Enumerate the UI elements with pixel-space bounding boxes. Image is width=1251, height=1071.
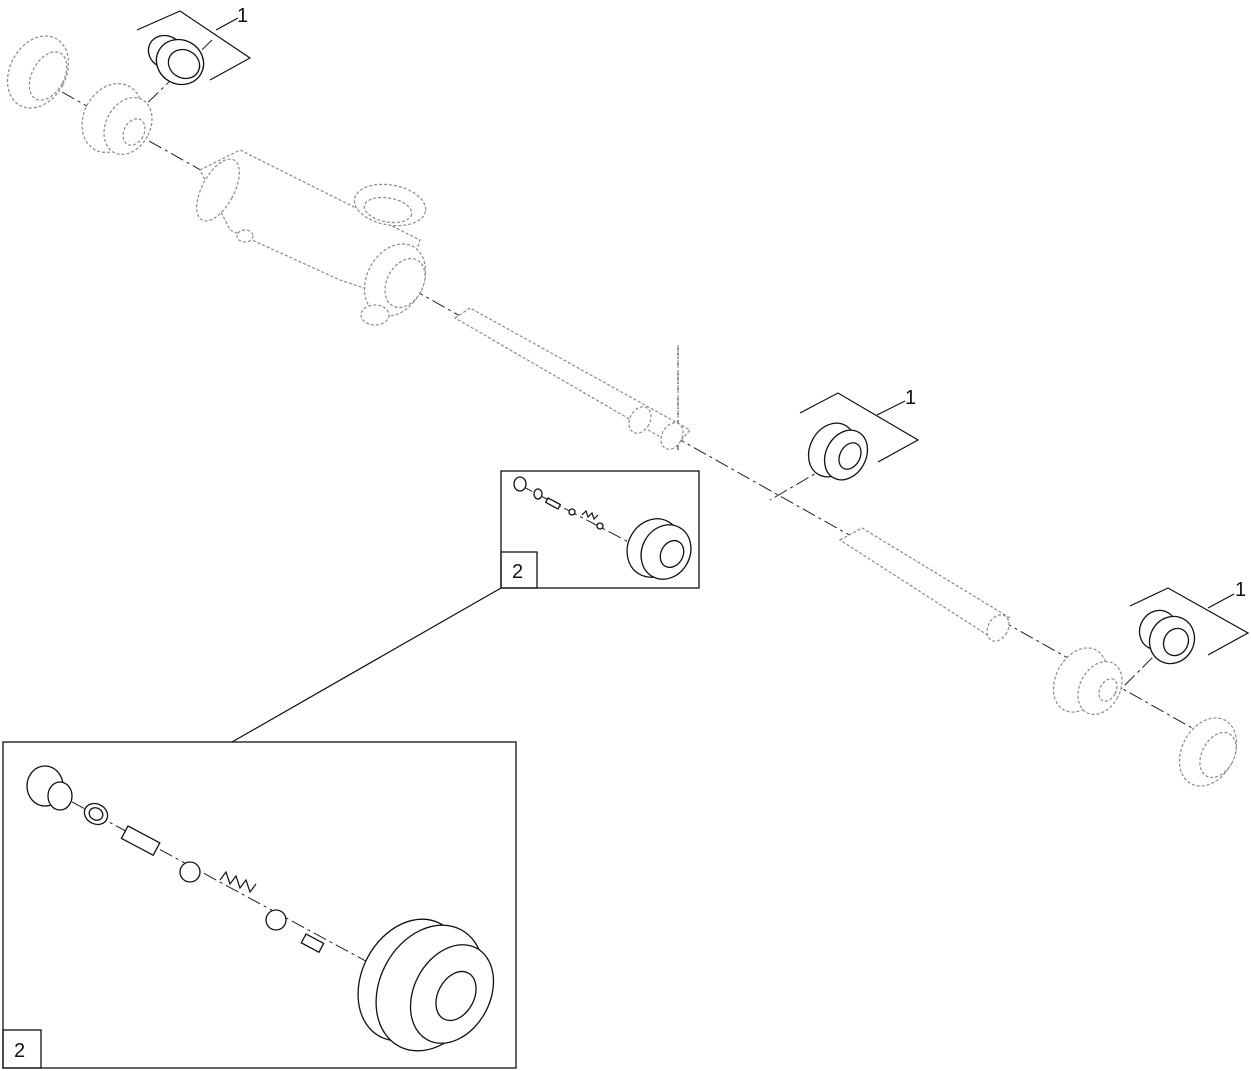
seal-kit-top xyxy=(147,34,205,86)
cylinder-barrel-ghost xyxy=(196,149,427,326)
seal-kit-middle xyxy=(807,422,869,481)
callout-label-middle: 1 xyxy=(905,387,916,409)
gland-ghost-right xyxy=(1052,647,1123,716)
gland-ghost-left xyxy=(81,83,153,156)
end-ring-ghost-left xyxy=(6,35,70,109)
detail-leader-line xyxy=(231,587,502,743)
callout-label-top: 1 xyxy=(237,5,248,27)
seal-kit-right xyxy=(1138,609,1196,665)
detail-label-small: 2 xyxy=(512,561,523,583)
detail-label-large: 2 xyxy=(14,1040,25,1062)
callout-label-right: 1 xyxy=(1235,579,1246,601)
callout-bracket-right xyxy=(1129,587,1250,656)
end-ring-ghost-right xyxy=(1178,717,1238,787)
rod-extension-ghost xyxy=(838,527,1011,642)
main-centerline xyxy=(61,39,1211,739)
detail-view-large xyxy=(2,741,517,1069)
callout-bracket-top xyxy=(136,10,252,81)
piston-rod-ghost xyxy=(453,307,691,450)
callout-bracket-middle xyxy=(799,392,920,463)
detail-view-small xyxy=(500,470,700,589)
